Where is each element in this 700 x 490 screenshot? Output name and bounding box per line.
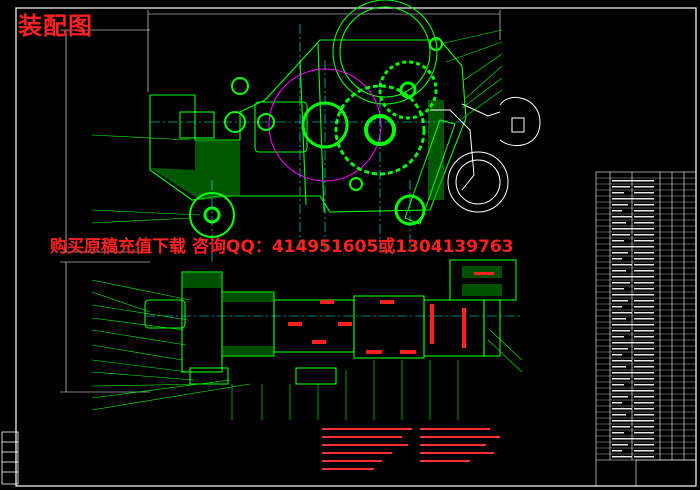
watermark-text: 购买原稿充值下载 咨询QQ：414951605或1304139763	[50, 237, 514, 257]
gears	[189, 37, 443, 238]
left-margin-strip	[1, 431, 19, 485]
housing-section-fill	[150, 100, 444, 200]
section-view	[144, 259, 520, 385]
middle-gear	[334, 84, 426, 176]
section-hatch	[182, 266, 502, 356]
section-red-marks	[288, 272, 494, 354]
handle-lever	[404, 96, 541, 225]
drawing-title: 装配图	[18, 12, 93, 40]
center-lines	[150, 24, 470, 262]
dimension-lines	[60, 10, 501, 393]
leader-lines	[91, 29, 523, 420]
note-blocks	[322, 428, 500, 470]
parts-list-rows	[596, 177, 696, 455]
small-gear	[378, 60, 438, 120]
parts-list-text	[612, 180, 654, 458]
